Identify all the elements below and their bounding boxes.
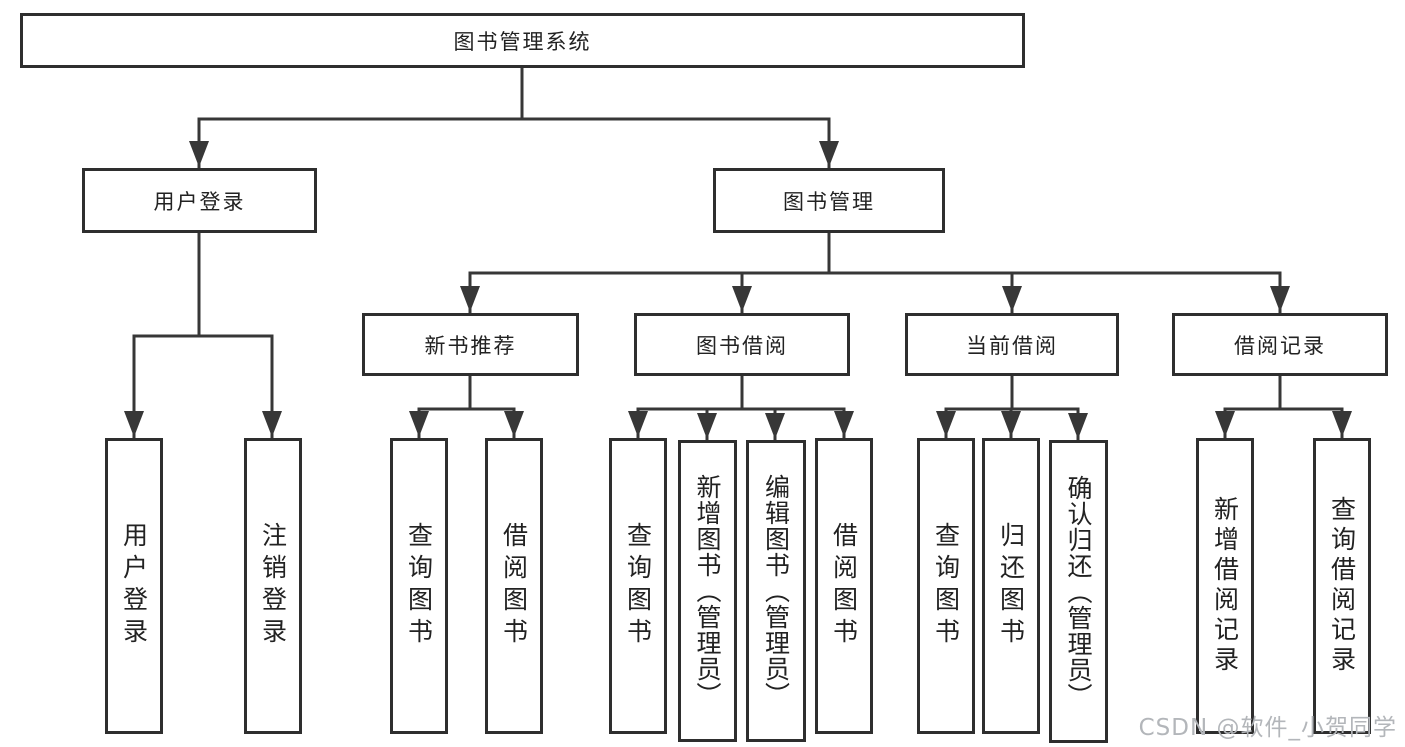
node-return-books: 归还图书 xyxy=(982,438,1040,734)
node-book-borrow: 图书借阅 xyxy=(634,313,850,376)
node-add-books-admin-label: 新增图书（管理员） xyxy=(693,474,722,708)
node-root-label: 图书管理系统 xyxy=(453,29,592,54)
node-query-books-c-label: 查询图书 xyxy=(931,522,961,650)
node-new-book-recommend: 新书推荐 xyxy=(362,313,579,376)
node-confirm-return-admin-label: 确认归还（管理员） xyxy=(1064,474,1093,709)
node-add-borrow-record-label: 新增借阅记录 xyxy=(1210,496,1240,676)
node-query-books-a: 查询图书 xyxy=(390,438,448,734)
node-logout-leaf: 注销登录 xyxy=(244,438,302,734)
node-current-borrow-label: 当前借阅 xyxy=(966,333,1058,358)
node-add-borrow-record: 新增借阅记录 xyxy=(1196,438,1254,734)
node-book-management: 图书管理 xyxy=(713,168,945,233)
node-book-borrow-label: 图书借阅 xyxy=(696,333,788,358)
node-query-borrow-record: 查询借阅记录 xyxy=(1313,438,1371,734)
node-user-login: 用户登录 xyxy=(82,168,317,233)
node-add-books-admin: 新增图书（管理员） xyxy=(678,440,737,742)
node-edit-books-admin-label: 编辑图书（管理员） xyxy=(761,474,791,708)
node-logout-leaf-label: 注销登录 xyxy=(258,522,288,650)
node-return-books-label: 归还图书 xyxy=(996,522,1026,650)
node-borrow-books-b-label: 借阅图书 xyxy=(829,522,859,650)
node-book-management-label: 图书管理 xyxy=(783,189,875,214)
node-borrow-books-a-label: 借阅图书 xyxy=(499,522,529,650)
node-borrow-records: 借阅记录 xyxy=(1172,313,1388,376)
csdn-watermark: CSDN @软件_小贺同学 xyxy=(1138,715,1397,741)
node-borrow-books-b: 借阅图书 xyxy=(815,438,873,734)
node-user-login-label: 用户登录 xyxy=(153,189,246,214)
node-root: 图书管理系统 xyxy=(20,13,1025,68)
node-confirm-return-admin: 确认归还（管理员） xyxy=(1049,440,1108,743)
node-user-login-leaf-label: 用户登录 xyxy=(119,522,149,650)
node-edit-books-admin: 编辑图书（管理员） xyxy=(746,440,806,742)
node-user-login-leaf: 用户登录 xyxy=(105,438,163,734)
node-query-books-c: 查询图书 xyxy=(917,438,975,734)
node-query-borrow-record-label: 查询借阅记录 xyxy=(1327,496,1357,676)
node-query-books-b-label: 查询图书 xyxy=(623,522,653,650)
node-query-books-a-label: 查询图书 xyxy=(404,522,434,650)
node-query-books-b: 查询图书 xyxy=(609,438,667,734)
node-current-borrow: 当前借阅 xyxy=(905,313,1119,376)
node-new-book-recommend-label: 新书推荐 xyxy=(424,333,517,358)
node-borrow-books-a: 借阅图书 xyxy=(485,438,543,734)
node-borrow-records-label: 借阅记录 xyxy=(1234,333,1326,358)
